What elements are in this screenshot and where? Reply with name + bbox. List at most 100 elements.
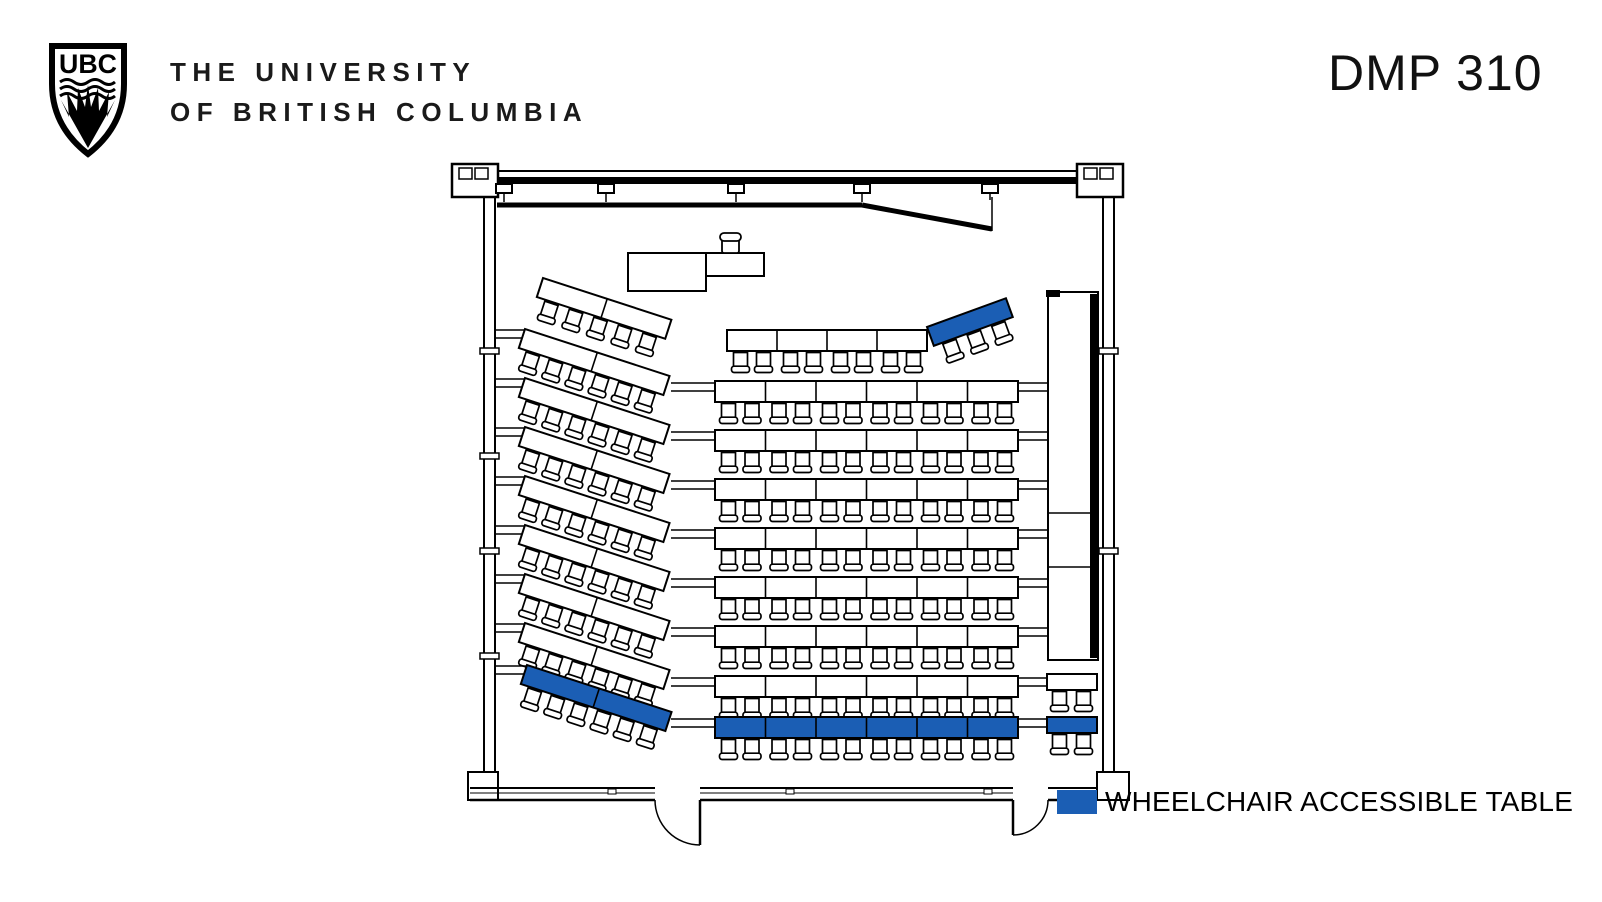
chair: [843, 402, 863, 425]
chair: [994, 451, 1015, 474]
chair: [944, 500, 964, 523]
chair: [792, 738, 813, 761]
right-small-table-1: [1046, 673, 1098, 713]
chair: [819, 697, 840, 720]
wordmark-line1: THE UNIVERSITY: [170, 57, 477, 87]
chair: [792, 549, 813, 572]
chair: [792, 500, 813, 523]
room-walls: [450, 162, 1130, 846]
table-row-6: [671, 576, 1048, 621]
chair: [792, 598, 813, 621]
chair: [920, 738, 941, 761]
chair: [742, 402, 762, 425]
chair: [830, 351, 851, 374]
chair: [610, 625, 634, 652]
legend-swatch: [1057, 790, 1097, 814]
chair: [633, 486, 657, 512]
chair: [633, 633, 657, 659]
chair: [971, 549, 991, 572]
chair: [920, 598, 941, 621]
chair: [753, 351, 774, 374]
chair: [870, 402, 890, 425]
seating-area: [494, 276, 1098, 761]
chair: [994, 549, 1015, 572]
chair: [792, 697, 813, 720]
chair: [742, 647, 762, 670]
chair: [541, 456, 564, 482]
chair: [633, 535, 657, 561]
chair: [564, 463, 587, 490]
chair: [792, 647, 813, 670]
chair: [589, 709, 612, 735]
chair: [610, 429, 634, 456]
chair: [610, 380, 634, 407]
chair: [893, 451, 914, 474]
angled-table-row-1: [535, 276, 673, 358]
chair: [769, 738, 789, 761]
chair: [994, 598, 1015, 621]
chair: [1049, 690, 1070, 713]
chair: [819, 402, 840, 425]
lectern: [627, 232, 765, 292]
chair: [903, 351, 924, 374]
wheelchair-accessible-table: [925, 296, 1015, 348]
chair: [819, 647, 840, 670]
chair: [803, 351, 824, 374]
chair: [541, 554, 564, 580]
chair: [633, 388, 657, 414]
door-right: [1011, 799, 1049, 836]
chair: [880, 351, 901, 374]
chair: [517, 546, 541, 573]
chair: [990, 320, 1014, 346]
chair: [843, 697, 863, 720]
chair: [944, 697, 964, 720]
chair: [893, 598, 914, 621]
chair: [564, 561, 587, 588]
legend: WHEELCHAIR ACCESSIBLE TABLE: [1057, 786, 1573, 818]
chair: [966, 329, 990, 355]
chair: [718, 500, 739, 523]
chair: [893, 402, 914, 425]
chair: [541, 407, 564, 433]
chair: [730, 351, 751, 374]
chair: [971, 500, 991, 523]
chair: [944, 647, 964, 670]
chair: [944, 738, 964, 761]
chair: [517, 448, 541, 475]
chair: [742, 500, 762, 523]
chair: [769, 402, 789, 425]
chair: [587, 618, 610, 644]
chair: [585, 316, 609, 342]
chair: [780, 351, 801, 374]
chair: [893, 647, 914, 670]
chair: [971, 598, 991, 621]
chair: [610, 324, 633, 350]
chair: [718, 549, 739, 572]
chair: [843, 738, 863, 761]
chair: [742, 697, 762, 720]
chair: [769, 500, 789, 523]
chair: [610, 576, 634, 603]
chair: [843, 598, 863, 621]
chair: [633, 584, 657, 610]
angled-table-row-3: [494, 376, 671, 463]
chair: [843, 549, 863, 572]
chair: [718, 738, 739, 761]
bottom-wall: [470, 787, 1097, 802]
ubc-logo: UBC: [49, 43, 127, 158]
projection-screen: [861, 202, 993, 232]
angled-table-row-8: [494, 621, 671, 708]
chair: [994, 647, 1015, 670]
chair: [994, 500, 1015, 523]
chair: [541, 603, 564, 629]
chair: [610, 527, 634, 554]
chair: [994, 697, 1015, 720]
table-row-4: [671, 478, 1048, 523]
chair: [564, 610, 587, 637]
chair: [635, 724, 659, 750]
chair: [870, 697, 890, 720]
table-row-1: [726, 329, 928, 374]
chair: [853, 351, 874, 374]
chair: [718, 697, 739, 720]
